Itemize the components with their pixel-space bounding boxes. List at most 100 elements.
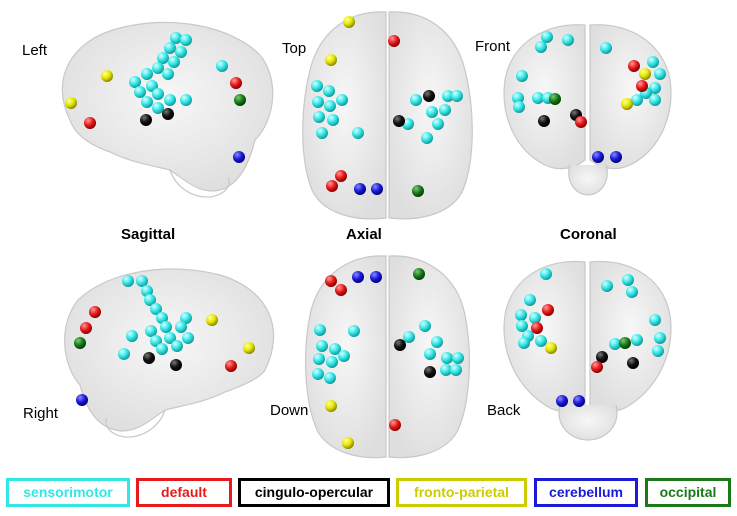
node-sensorimotor: [424, 348, 436, 360]
node-default: [335, 170, 347, 182]
node-cingulo-opercular: [423, 90, 435, 102]
node-sensorimotor: [600, 42, 612, 54]
node-sensorimotor: [152, 102, 164, 114]
node-sensorimotor: [164, 94, 176, 106]
node-default: [80, 322, 92, 334]
node-sensorimotor: [175, 46, 187, 58]
node-cerebellum: [592, 151, 604, 163]
brain-coronal-front: [503, 24, 672, 196]
node-fronto-parietal: [545, 342, 557, 354]
node-default: [326, 180, 338, 192]
node-sensorimotor: [145, 325, 157, 337]
legend-item-cingulo-opercular: cingulo-opercular: [238, 478, 390, 507]
node-cerebellum: [76, 394, 88, 406]
node-sensorimotor: [329, 343, 341, 355]
header-coronal: Coronal: [560, 226, 617, 243]
node-sensorimotor: [313, 111, 325, 123]
legend-item-cerebellum: cerebellum: [534, 478, 638, 507]
node-sensorimotor: [512, 92, 524, 104]
node-sensorimotor: [649, 94, 661, 106]
node-sensorimotor: [622, 274, 634, 286]
node-sensorimotor: [524, 294, 536, 306]
view-label-front: Front: [475, 38, 511, 55]
legend-item-default: default: [136, 478, 232, 507]
node-cingulo-opercular: [170, 359, 182, 371]
node-cingulo-opercular: [143, 352, 155, 364]
nodes-right-view: [74, 275, 255, 406]
node-cerebellum: [352, 271, 364, 283]
node-sensorimotor: [529, 312, 541, 324]
node-default: [542, 304, 554, 316]
view-label-down: Down: [270, 402, 309, 419]
node-fronto-parietal: [325, 400, 337, 412]
node-sensorimotor: [182, 332, 194, 344]
node-sensorimotor: [631, 94, 643, 106]
node-sensorimotor: [160, 321, 172, 333]
node-sensorimotor: [439, 104, 451, 116]
node-sensorimotor: [157, 52, 169, 64]
node-cingulo-opercular: [162, 108, 174, 120]
node-cerebellum: [556, 395, 568, 407]
node-sensorimotor: [175, 321, 187, 333]
node-sensorimotor: [535, 335, 547, 347]
node-cingulo-opercular: [627, 357, 639, 369]
node-cerebellum: [233, 151, 245, 163]
node-sensorimotor: [654, 332, 666, 344]
node-sensorimotor: [164, 332, 176, 344]
node-default: [531, 322, 543, 334]
node-sensorimotor: [535, 41, 547, 53]
node-sensorimotor: [601, 280, 613, 292]
node-sensorimotor: [314, 324, 326, 336]
legend-item-sensorimotor: sensorimotor: [6, 478, 130, 507]
node-sensorimotor: [312, 96, 324, 108]
node-cingulo-opercular: [393, 115, 405, 127]
brain-coronal-back: [503, 260, 672, 441]
node-occipital: [412, 185, 424, 197]
header-sagittal: Sagittal: [121, 226, 176, 243]
node-fronto-parietal: [343, 16, 355, 28]
node-sensorimotor: [118, 348, 130, 360]
node-sensorimotor: [649, 82, 661, 94]
node-occipital: [234, 94, 246, 106]
node-occipital: [619, 337, 631, 349]
node-sensorimotor: [532, 92, 544, 104]
node-default: [628, 60, 640, 72]
node-sensorimotor: [156, 343, 168, 355]
node-sensorimotor: [327, 114, 339, 126]
node-sensorimotor: [141, 68, 153, 80]
view-label-left: Left: [22, 42, 48, 59]
node-sensorimotor: [513, 101, 525, 113]
node-sensorimotor: [421, 132, 433, 144]
node-sensorimotor: [168, 56, 180, 68]
node-default: [636, 80, 648, 92]
legend: sensorimotor default cingulo-opercular f…: [0, 478, 737, 514]
node-sensorimotor: [162, 68, 174, 80]
nodes-back-view: [515, 268, 666, 407]
node-cingulo-opercular: [538, 115, 550, 127]
node-sensorimotor: [180, 34, 192, 46]
node-sensorimotor: [316, 340, 328, 352]
node-cerebellum: [573, 395, 585, 407]
node-occipital: [413, 268, 425, 280]
node-sensorimotor: [326, 356, 338, 368]
node-sensorimotor: [134, 86, 146, 98]
node-sensorimotor: [562, 34, 574, 46]
header-axial: Axial: [346, 226, 382, 243]
node-fronto-parietal: [206, 314, 218, 326]
node-sensorimotor: [156, 312, 168, 324]
node-sensorimotor: [515, 309, 527, 321]
node-fronto-parietal: [621, 98, 633, 110]
node-sensorimotor: [311, 80, 323, 92]
nodes-top-view: [311, 16, 463, 197]
node-sensorimotor: [410, 94, 422, 106]
node-sensorimotor: [431, 336, 443, 348]
legend-item-fronto-parietal: fronto-parietal: [396, 478, 527, 507]
node-sensorimotor: [164, 42, 176, 54]
node-cingulo-opercular: [596, 351, 608, 363]
node-sensorimotor: [649, 314, 661, 326]
nodes-left-view: [65, 32, 246, 163]
node-default: [89, 306, 101, 318]
node-occipital: [74, 337, 86, 349]
node-sensorimotor: [150, 303, 162, 315]
